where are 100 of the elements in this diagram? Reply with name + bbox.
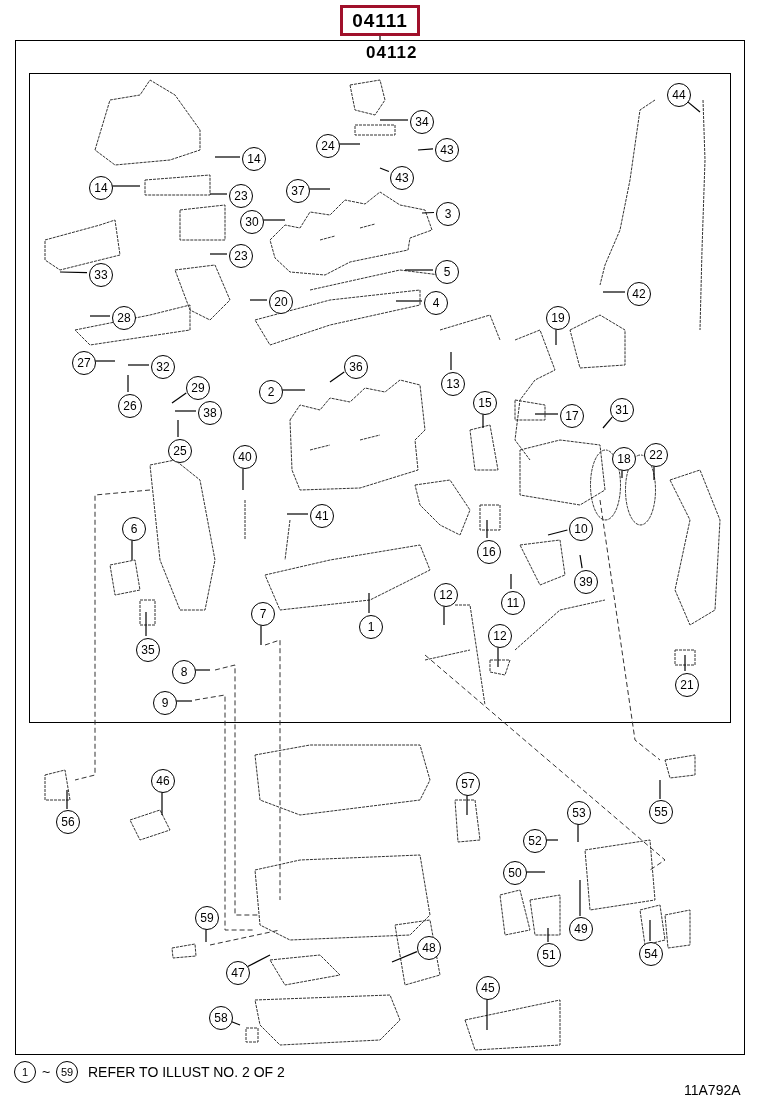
callout-number: 40 [233,445,257,469]
leader-line [659,779,661,800]
leader-line [93,360,116,362]
callout-number: 18 [612,447,636,471]
leader-line [684,654,686,672]
callout-number: 44 [667,83,691,107]
leader-line [337,143,361,145]
drawing-code: 11A792A [684,1082,741,1098]
callout-number: 43 [390,166,414,190]
callout-number: 42 [627,282,651,306]
callout-number: 29 [186,376,210,400]
leader-line [329,371,345,383]
callout-number: 8 [172,660,196,684]
leader-line [443,604,445,626]
callout-number: 41 [310,504,334,528]
callout-number: 59 [195,906,219,930]
callout-number: 59 [56,1061,78,1083]
leader-line [653,464,655,481]
callout-number: 27 [72,351,96,375]
callout-number: 17 [560,404,584,428]
callout-number: 23 [229,184,253,208]
leader-line [174,410,197,412]
callout-number: 32 [151,355,175,379]
callout-number: 13 [441,372,465,396]
leader-line [379,35,381,41]
callout-number: 56 [56,810,80,834]
leader-line [174,700,193,702]
leader-line [127,364,150,366]
leader-line [205,928,207,943]
note-text: ~ [42,1064,51,1080]
callout-number: 54 [639,942,663,966]
callout-number: 36 [344,355,368,379]
leader-line [602,291,626,293]
leader-line [66,789,68,810]
leader-line [417,148,434,151]
leader-line [486,998,488,1031]
callout-number: 53 [567,801,591,825]
callout-number: 47 [226,961,250,985]
leader-line [379,167,390,173]
callout-number: 20 [269,290,293,314]
callout-number: 26 [118,394,142,418]
leader-line [177,419,179,438]
leader-line [395,300,423,302]
callout-number: 30 [240,210,264,234]
callout-number: 12 [488,624,512,648]
callout-number: 24 [316,134,340,158]
leader-line [486,519,488,539]
leader-line [510,573,512,590]
leader-line [161,791,163,816]
leader-line [209,193,228,195]
callout-number: 14 [89,176,113,200]
leader-line [247,954,271,968]
callout-number: 9 [153,691,177,715]
callout-number: 28 [112,306,136,330]
leader-line [307,188,331,190]
leader-line [110,185,141,187]
callout-number: 25 [168,439,192,463]
note-text: REFER TO ILLUST NO. 2 OF 2 [88,1064,285,1080]
callout-number: 43 [435,138,459,162]
callout-number: 48 [417,936,441,960]
callout-number: 11 [501,591,525,615]
callout-number: 2 [259,380,283,404]
callout-number: 33 [89,263,113,287]
callout-number: 10 [569,517,593,541]
callout-number: 15 [473,391,497,415]
callout-number: 21 [675,673,699,697]
callout-number: 12 [434,583,458,607]
callout-number: 37 [286,179,310,203]
leader-line [286,513,309,515]
callout-number: 5 [435,260,459,284]
leader-line [171,392,187,404]
leader-line [534,413,559,415]
callout-number: 50 [503,861,527,885]
leader-line [131,538,133,561]
leader-line [602,416,613,429]
leader-line [545,839,559,841]
leader-line [260,623,262,646]
callout-number: 46 [151,769,175,793]
leader-line [621,468,623,479]
leader-line [579,554,583,569]
leader-line [230,1020,241,1026]
part-number: 04111 [352,9,408,32]
leader-line [649,919,651,942]
callout-number: 57 [456,772,480,796]
callout-number: 35 [136,638,160,662]
leader-line [209,253,228,255]
leader-line [145,611,147,637]
leader-line [555,327,557,346]
callout-number: 45 [476,976,500,1000]
leader-line [547,529,568,536]
leader-line [379,119,409,121]
leader-line [547,927,549,943]
callout-number: 38 [198,401,222,425]
inner-frame [29,73,731,723]
leader-line [261,219,286,221]
leader-line [525,871,546,873]
leader-line [450,351,452,371]
callout-number: 51 [537,943,561,967]
leader-line [242,466,244,491]
leader-line [214,156,241,158]
